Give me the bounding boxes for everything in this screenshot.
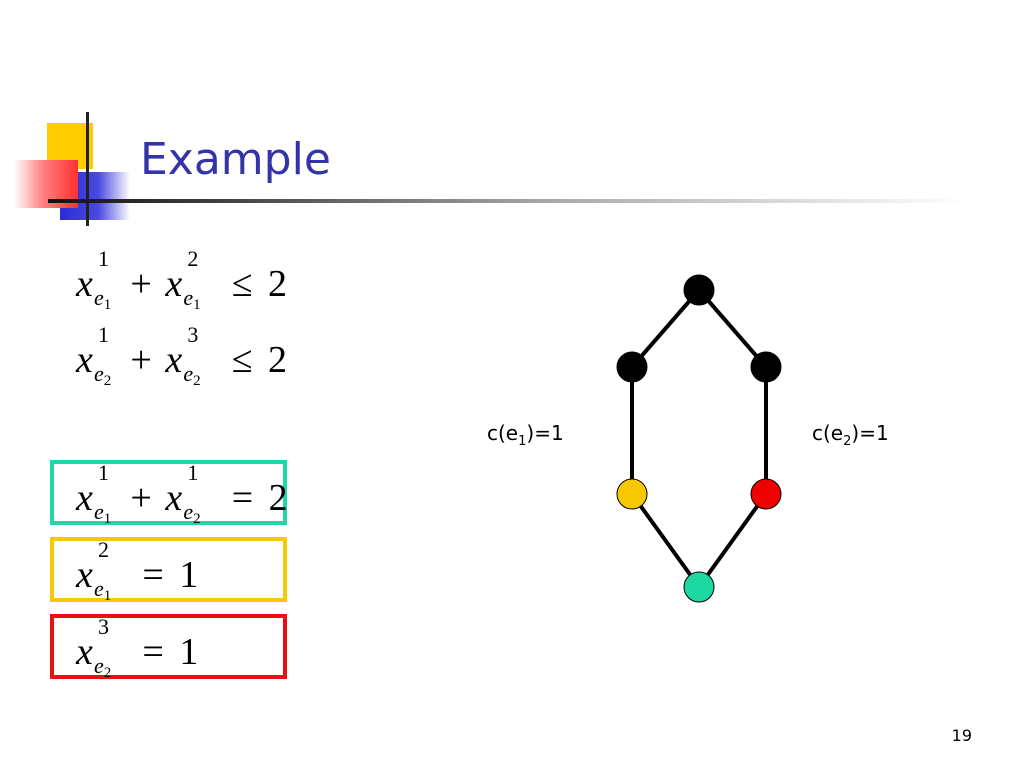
node-left-low [616,478,648,510]
logo-vertical-line [86,112,89,226]
title-underline [48,199,968,203]
node-left-mid [616,351,648,383]
node-right-mid [750,351,782,383]
edge-top-left [630,288,701,369]
node-top [683,274,715,306]
edge-top-right [697,288,768,369]
edge-label-e1: c(e1)=1 [487,421,564,449]
page-number: 19 [951,726,972,745]
solution-box-red [50,614,287,679]
edge-bottom-right [697,492,768,589]
edge-label-e2: c(e2)=1 [812,421,889,449]
solution-box-yellow [50,537,287,602]
node-bottom [683,571,715,603]
node-right-low [750,478,782,510]
edge-bottom-left [630,492,701,589]
solution-box-green [50,460,287,525]
slide-title: Example [140,134,331,185]
